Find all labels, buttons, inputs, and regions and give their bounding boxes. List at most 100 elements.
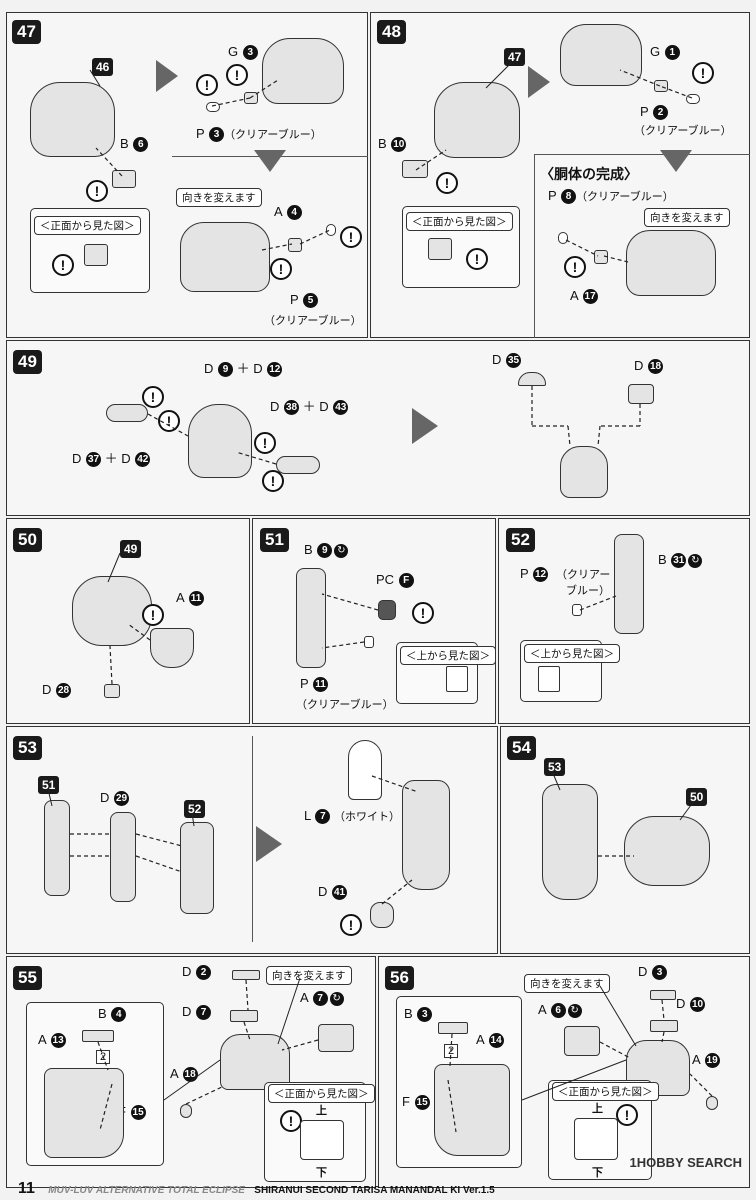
label-p3: P 3（クリアーブルー） [196, 126, 322, 143]
part-a11 [150, 628, 194, 668]
part-b10 [402, 160, 428, 178]
part-a18 [180, 1104, 192, 1118]
step-arrow-right [256, 826, 282, 862]
turn-around-label-48: 向きを変えます [644, 208, 730, 227]
front-view-part-48 [428, 238, 452, 260]
label-g1: G 1 [650, 44, 680, 61]
label-b9: B 9↻ [304, 542, 349, 559]
part-d3 [650, 990, 676, 1000]
label-a13: A 13 [38, 1032, 66, 1049]
top-view-label-51: ＜上から見た図＞ [400, 646, 496, 665]
label-d18: D 18 [634, 358, 664, 375]
label-p12-note-1: （クリアー [556, 569, 611, 581]
turn-around-label-47: 向きを変えます [176, 188, 262, 207]
part-d41 [370, 902, 394, 928]
warning-icon: ! [564, 256, 586, 278]
step-54-number: 54 [507, 736, 536, 760]
part-d37-d42 [106, 404, 148, 422]
label-pc-f: PC F [376, 572, 414, 589]
part-p11 [364, 636, 374, 648]
part-p3 [206, 102, 220, 112]
turn-around-label-56: 向きを変えます [524, 974, 610, 993]
step-48-number: 48 [377, 20, 406, 44]
top-view-label-52: ＜上から見た図＞ [524, 644, 620, 663]
part-d38-d43 [276, 456, 320, 474]
label-p12-note-2: ブルー） [566, 585, 610, 597]
divider-vertical [534, 154, 535, 338]
step-arrow-down [660, 150, 692, 172]
front-view-label-47: ＜正面から見た図＞ [34, 216, 141, 235]
ref-47: 47 [504, 48, 526, 66]
label-d9-d12: D 9 ＋ D 12 [204, 361, 283, 378]
label-d28: D 28 [42, 682, 72, 699]
part-a19 [706, 1096, 718, 1110]
label-l7: L 7 （ホワイト） [304, 808, 400, 825]
label-a14: A 14 [476, 1032, 504, 1049]
part-p5 [326, 224, 336, 236]
top-label-55: 上 [316, 1105, 327, 1117]
arm-part-51 [44, 800, 70, 896]
label-a6: A 6↻ [538, 1002, 582, 1019]
bottom-label-55: 下 [316, 1167, 327, 1179]
series-name: MUV-LUV ALTERNATIVE TOTAL ECLIPSE [48, 1185, 245, 1196]
label-p5: P 5 [290, 292, 319, 309]
shoulder-shell-a13 [44, 1068, 124, 1158]
label-d29: D 29 [100, 790, 130, 807]
ref-51: 51 [38, 776, 60, 794]
ref-46: 46 [92, 58, 114, 76]
head-assembly-illustration [30, 82, 115, 157]
part-pc-f [378, 600, 396, 620]
label-b3: B 3 [404, 1006, 433, 1023]
label-a17: A 17 [570, 288, 598, 305]
arm-part-b31 [614, 534, 644, 634]
warning-icon: ! [262, 470, 284, 492]
part-a7 [318, 1024, 354, 1052]
arm-part-52 [180, 822, 214, 914]
step-arrow-right [156, 60, 178, 92]
step-52-number: 52 [506, 528, 535, 552]
label-d41: D 41 [318, 884, 348, 901]
arm-assembly-53 [542, 784, 598, 900]
rotate-icon: ↻ [688, 553, 703, 568]
divider [534, 154, 750, 155]
label-p11: P 11 [300, 676, 329, 693]
ref-50: 50 [686, 788, 708, 806]
part-a6 [564, 1026, 600, 1056]
warning-icon: ! [52, 254, 74, 276]
part-a4 [288, 238, 302, 252]
shoulder-assembly-50 [624, 816, 710, 886]
arm-part-b9 [296, 568, 326, 668]
ref-53: 53 [544, 758, 566, 776]
step-51-number: 51 [260, 528, 289, 552]
head-part-b6 [112, 170, 136, 188]
part-l7 [348, 740, 382, 800]
step-49-panel [6, 340, 750, 516]
front-view-label-56: ＜正面から見た図＞ [552, 1082, 659, 1101]
arm-assembled-illustration [402, 780, 450, 890]
label-a19: A 19 [692, 1052, 720, 1069]
label-d38-d43: D 38 ＋ D 43 [270, 399, 349, 416]
ref-52: 52 [184, 800, 206, 818]
part-d18 [628, 384, 654, 404]
label-g3: G 3 [228, 44, 258, 61]
top-view-part-52 [538, 666, 560, 692]
label-d2: D 2 [182, 964, 212, 981]
rotate-icon: ↻ [329, 991, 344, 1006]
kit-title: SHIRANUI SECOND TARISA MANANDAL KI Ver.1… [254, 1185, 495, 1196]
torso-illustration [434, 82, 520, 158]
bottom-label-56: 下 [592, 1167, 603, 1179]
divider-vertical [252, 736, 253, 942]
warning-icon: ! [466, 248, 488, 270]
front-view-shape-55 [300, 1120, 344, 1160]
warning-icon: ! [142, 604, 164, 626]
front-view-label-55: ＜正面から見た図＞ [268, 1084, 375, 1103]
warning-icon: ! [616, 1104, 638, 1126]
part-d2 [232, 970, 260, 980]
page-number: 11 [18, 1180, 35, 1197]
warning-icon: ! [692, 62, 714, 84]
label-p5-note: （クリアーブルー） [264, 315, 362, 327]
warning-icon: ! [412, 602, 434, 624]
step-arrow-right [412, 408, 438, 444]
footer: 11 MUV-LUV ALTERNATIVE TOTAL ECLIPSE SHI… [18, 1180, 495, 1198]
